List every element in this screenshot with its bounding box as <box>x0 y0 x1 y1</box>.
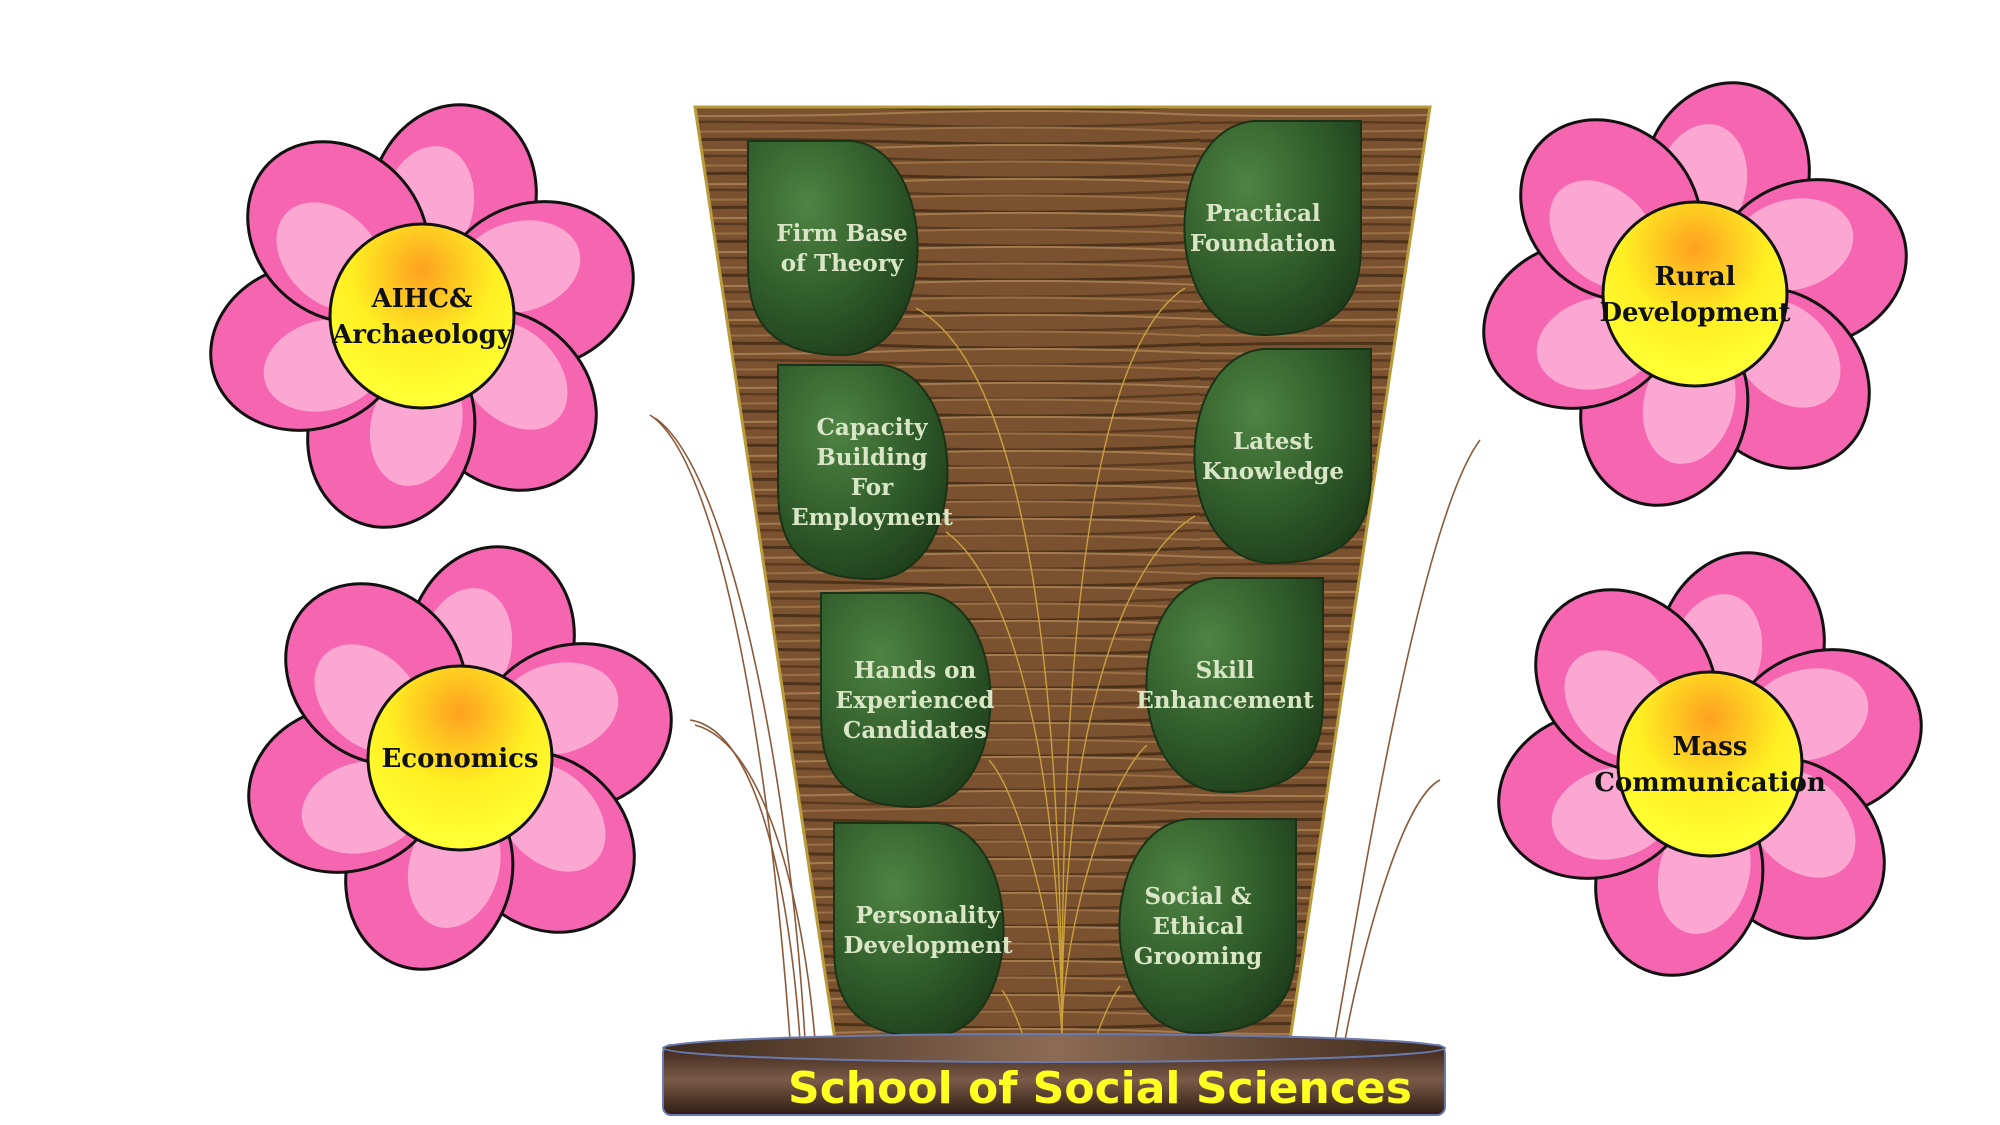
leaf-shape <box>1145 577 1325 794</box>
leaf-label-line: Employment <box>791 504 953 531</box>
leaf-label-line: Foundation <box>1190 230 1337 257</box>
leaf-vine <box>988 759 1063 1041</box>
leaf-label-line: Firm Base <box>776 220 907 247</box>
stem-economics <box>689 719 801 1041</box>
flower-label-line: Development <box>1599 298 1790 328</box>
leaf-label-line: Latest <box>1233 428 1313 455</box>
leaf-shape <box>746 140 919 357</box>
flower-center <box>1616 670 1804 858</box>
leaf-firm-base: Firm Base of Theory <box>746 140 919 357</box>
leaf-label-line: Grooming <box>1134 943 1262 970</box>
leaf-label-line: Experienced <box>836 687 995 714</box>
leaf-shape <box>819 592 992 809</box>
flower-aihc: AIHC&Archaeology <box>209 103 635 529</box>
leaf-vine <box>1061 515 1196 1041</box>
stem-masscomm <box>1344 779 1441 1041</box>
leaf-vine <box>1061 287 1186 1041</box>
leaf-shape <box>1193 348 1373 565</box>
leaf-label-line: Skill <box>1196 657 1255 684</box>
leaf-shape <box>776 364 949 581</box>
leaf-label-line: Ethical <box>1152 913 1244 940</box>
leaf-label-line: Practical <box>1205 200 1321 227</box>
leaf-label-line: Personality <box>856 902 1001 929</box>
leaf-label-line: Candidates <box>843 717 987 744</box>
base-title: School of Social Sciences <box>788 1063 1412 1114</box>
leaf-label-line: Development <box>843 932 1012 959</box>
leaf-vine <box>915 307 1063 1041</box>
flower-center <box>1601 200 1789 388</box>
flower-label-line: Archaeology <box>331 320 513 350</box>
flower-label-line: Mass <box>1673 732 1748 762</box>
leaf-group: Firm Base of Theory PracticalFoundationCap… <box>746 120 1373 1039</box>
flower-label-line: Communication <box>1594 768 1826 798</box>
stem-aihc <box>649 414 791 1041</box>
leaf-label-line: Building <box>816 444 927 471</box>
pot-base: School of Social Sciences <box>662 1033 1446 1116</box>
stem-rural <box>1334 439 1481 1041</box>
leaf-label-line: Enhancement <box>1136 687 1314 714</box>
leaf-label-line: of Theory <box>781 250 904 277</box>
flower-center <box>328 222 516 410</box>
leaf-label-line: Knowledge <box>1202 458 1344 485</box>
leaf-shape <box>1183 120 1363 337</box>
leaf-label-line: Capacity <box>817 414 929 441</box>
leaf-vine <box>945 531 1063 1041</box>
flower-stems <box>649 414 1481 1041</box>
flower-center <box>366 664 554 852</box>
flower-economics: Economics <box>247 545 673 971</box>
flower-label-line: AIHC& <box>370 284 472 314</box>
leaf-label-line: For <box>851 474 894 501</box>
flower-label-line: Economics <box>381 744 538 774</box>
leaf-vine <box>1061 744 1148 1041</box>
leaf-shape <box>832 822 1005 1039</box>
flower-label-line: Rural <box>1655 262 1736 292</box>
stem-economics-b <box>694 724 816 1041</box>
leaf-shape <box>1118 818 1298 1035</box>
leaf-label-line: Hands on <box>854 657 977 684</box>
leaf-label-line: Social & <box>1144 883 1251 910</box>
stem-aihc-b <box>654 417 806 1041</box>
